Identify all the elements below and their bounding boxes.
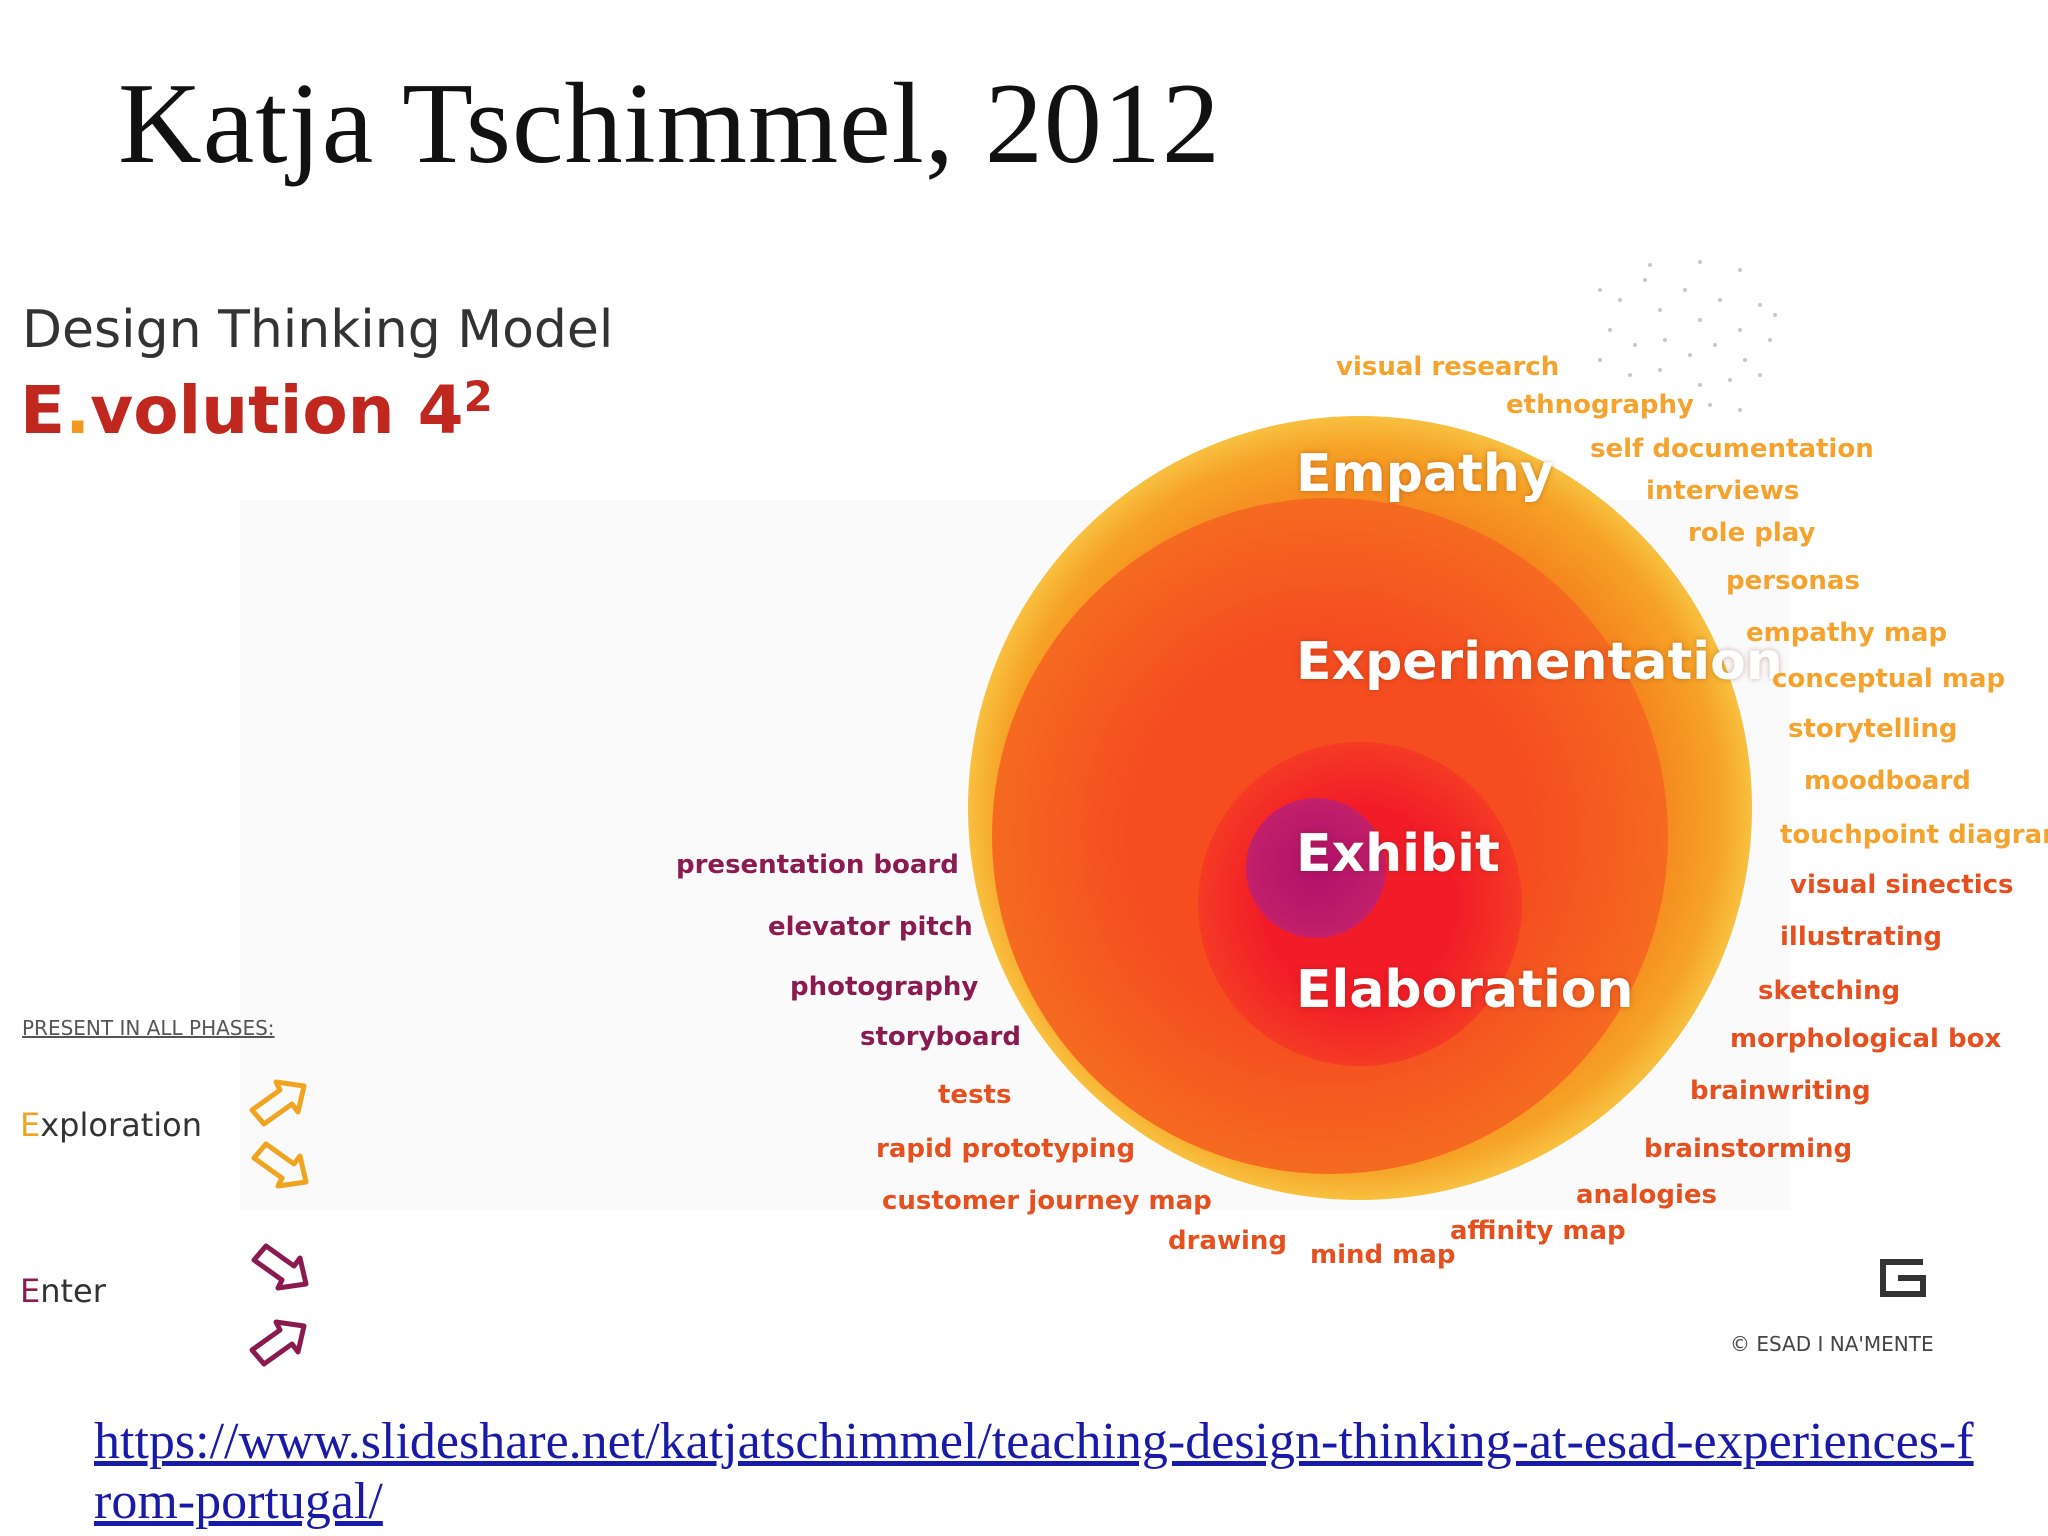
tool-elevator-pitch: elevator pitch — [768, 912, 973, 942]
tool-role-play: role play — [1688, 518, 1816, 548]
tool-brainstorming: brainstorming — [1644, 1134, 1853, 1164]
legend-exploration: Exploration — [20, 1106, 202, 1144]
tool-ethnography: ethnography — [1506, 390, 1694, 420]
model-name-letter: E — [20, 372, 66, 449]
phase-exhibit: Exhibit — [1296, 824, 1500, 884]
model-name-rest: volution 4 — [90, 372, 464, 449]
esad-logo-icon — [1880, 1259, 1926, 1297]
legend-enter-initial: E — [20, 1272, 41, 1310]
phase-elaboration: Elaboration — [1296, 960, 1634, 1020]
tool-personas: personas — [1726, 566, 1860, 596]
tool-moodboard: moodboard — [1804, 766, 1971, 796]
tool-interviews: interviews — [1646, 476, 1800, 506]
tool-affinity-map: affinity map — [1450, 1216, 1626, 1246]
legend-enter-rest: nter — [40, 1272, 106, 1310]
copyright-text: © ESAD I NA'MENTE — [1730, 1332, 1934, 1356]
tool-brainwriting: brainwriting — [1690, 1076, 1871, 1106]
tool-illustrating: illustrating — [1780, 922, 1942, 952]
tool-morphological-box: morphological box — [1730, 1024, 2002, 1054]
tool-tests: tests — [938, 1080, 1012, 1110]
enter-arrow-icon — [249, 1243, 309, 1367]
tool-rapid-prototyping: rapid prototyping — [876, 1134, 1136, 1164]
phase-experimentation: Experimentation — [1296, 632, 1783, 692]
present-all-phases-label: PRESENT IN ALL PHASES: — [22, 1016, 275, 1040]
legend-enter: Enter — [20, 1272, 106, 1310]
model-title: Design Thinking Model — [22, 300, 614, 360]
phase-empathy: Empathy — [1296, 444, 1554, 504]
tool-sketching: sketching — [1758, 976, 1901, 1006]
source-link[interactable]: https://www.slideshare.net/katjatschimme… — [94, 1413, 1974, 1530]
tool-presentation-board: presentation board — [676, 850, 959, 880]
tool-empathy-map: empathy map — [1746, 618, 1948, 648]
exploration-arrow-icon — [249, 1079, 309, 1189]
tool-drawing: drawing — [1168, 1226, 1288, 1256]
tool-photography: photography — [790, 972, 979, 1002]
tool-storytelling: storytelling — [1788, 714, 1958, 744]
tool-touchpoint-diagram: touchpoint diagram — [1780, 820, 2048, 850]
model-name: E.volution 42 — [20, 372, 493, 449]
tool-storyboard: storyboard — [860, 1022, 1021, 1052]
tool-customer-journey-map: customer journey map — [882, 1186, 1212, 1216]
slide-title: Katja Tschimmel, 2012 — [118, 60, 1221, 188]
tool-self-documentation: self documentation — [1590, 434, 1874, 464]
model-name-dot: . — [65, 372, 91, 449]
tool-visual-research: visual research — [1336, 352, 1560, 382]
model-name-superscript: 2 — [463, 372, 493, 421]
legend-exploration-initial: E — [20, 1106, 41, 1144]
tool-mind-map: mind map — [1310, 1240, 1456, 1270]
tool-analogies: analogies — [1576, 1180, 1718, 1210]
tool-conceptual-map: conceptual map — [1772, 664, 2006, 694]
exhibit-circle — [1246, 798, 1386, 938]
dotted-cloud — [1598, 260, 1777, 412]
tool-visual-sinectics: visual sinectics — [1790, 870, 2014, 900]
legend-exploration-rest: xploration — [40, 1106, 202, 1144]
